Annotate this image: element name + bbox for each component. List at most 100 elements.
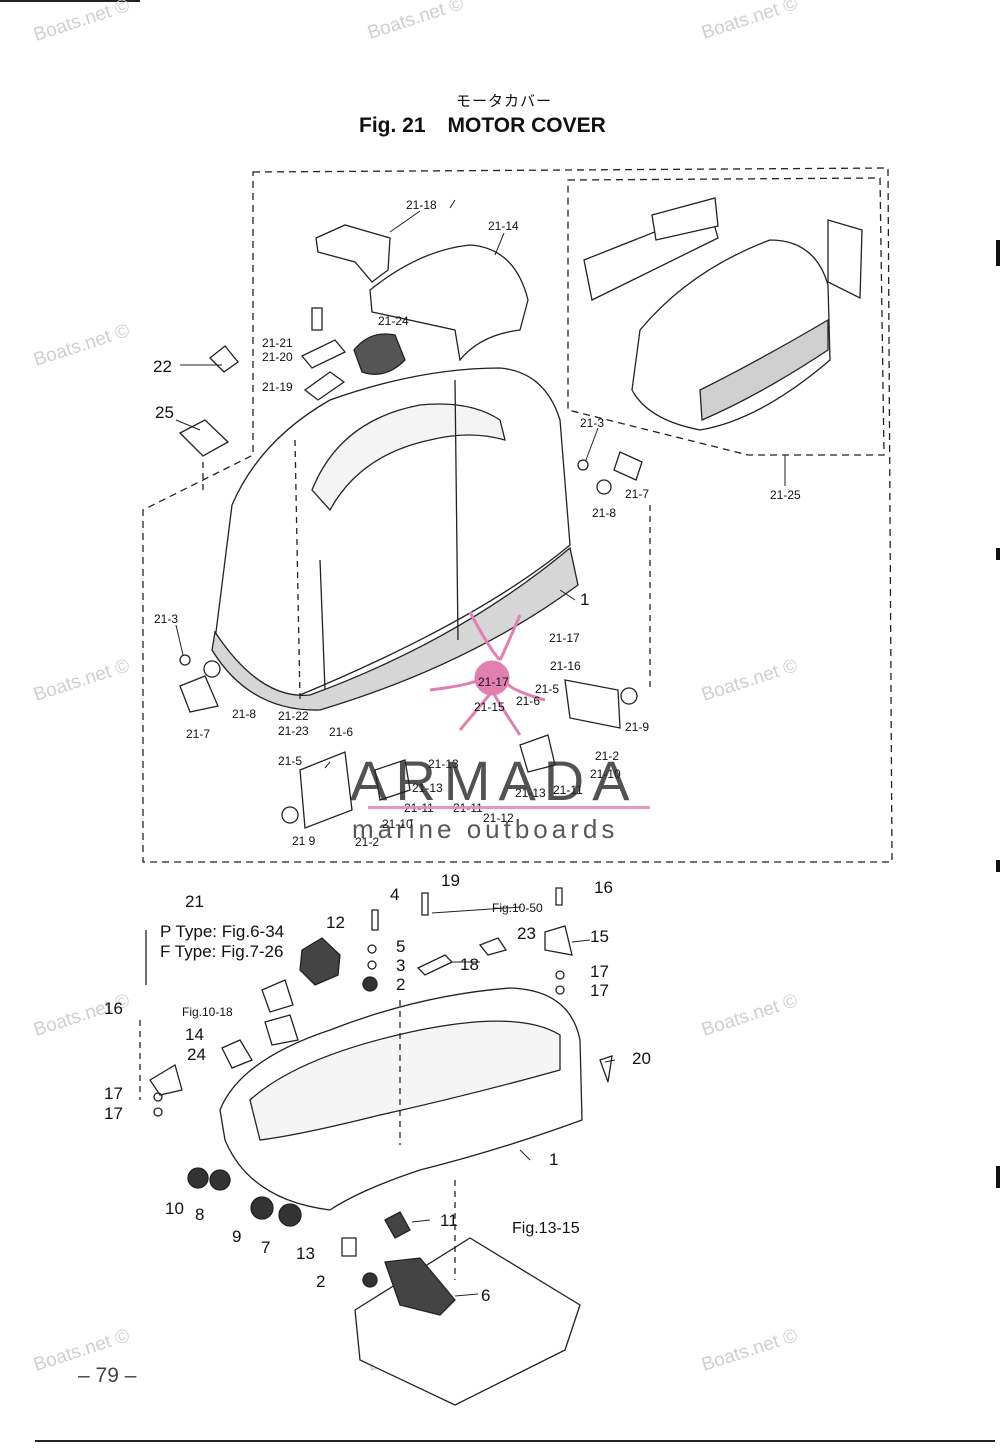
grommet-8 (209, 1169, 231, 1191)
decal-22 (209, 345, 239, 373)
decal-25 (178, 419, 230, 457)
figure-number: Fig. 21 (359, 114, 426, 137)
callout-4: 4 (390, 885, 399, 904)
callout-21-10: 21-10 (590, 767, 621, 781)
ref-fig-10-50: Fig.10-50 (492, 901, 543, 915)
top-cover-seal (211, 546, 579, 711)
armada-logo-underline (368, 806, 650, 809)
bracket-21-18 (315, 224, 391, 283)
callout-21-5: 21-5 (278, 754, 302, 768)
callout-2: 2 (316, 1272, 325, 1291)
bracket-14 (149, 1064, 183, 1096)
grommet-9 (250, 1196, 274, 1220)
title-japanese: モータカバー (456, 92, 553, 110)
group-21-dashed-box (142, 167, 893, 863)
callout-21-17: 21-17 (478, 675, 509, 689)
callout-16: 16 (594, 878, 613, 897)
callout-5: 5 (396, 937, 405, 956)
callout-8: 8 (195, 1205, 204, 1224)
callout-18: 18 (460, 955, 479, 974)
callout-21-6: 21-6 (329, 725, 353, 739)
callout-14: 14 (185, 1025, 204, 1044)
callout-7: 7 (261, 1238, 270, 1257)
callout-16: 16 (104, 999, 123, 1018)
callout-1: 1 (580, 590, 589, 609)
callout-6: 6 (481, 1286, 490, 1305)
callout-12: 12 (326, 913, 345, 932)
hinge-plate-right (564, 679, 621, 729)
callout-19: 19 (441, 871, 460, 890)
callout-21: 21 (185, 892, 204, 911)
variant-note-p: P Type: Fig.6-34 (160, 922, 284, 941)
callout-21-8: 21-8 (592, 506, 616, 520)
callout-21-3: 21-3 (154, 612, 178, 626)
grommet-11 (384, 1211, 411, 1239)
page-number: – 79 – (78, 1364, 137, 1387)
callout-15: 15 (590, 927, 609, 946)
callout-10: 10 (165, 1199, 184, 1218)
edge-mark (996, 1166, 1000, 1188)
callout-13: 13 (296, 1244, 315, 1263)
callout-21-23: 21-23 (278, 724, 309, 738)
bracket-15 (544, 925, 573, 956)
armada-logo-text: ARMADA (350, 749, 638, 812)
callout-21-19: 21-19 (262, 380, 293, 394)
callout-25: 25 (155, 403, 174, 422)
callout-21-5: 21-5 (535, 682, 559, 696)
armada-logo-mark (429, 611, 546, 736)
callout-17: 17 (104, 1084, 123, 1103)
callout-21-18: 21-18 (406, 198, 437, 212)
callout-21-8: 21-8 (232, 707, 256, 721)
handle-21-7 (179, 675, 219, 713)
callout-20: 20 (632, 1049, 651, 1068)
air-intake-cover (369, 244, 529, 362)
callout-21-14: 21-14 (488, 219, 519, 233)
callout-21-2: 21-2 (595, 749, 619, 763)
grommet-10 (187, 1167, 209, 1189)
callout-24: 24 (187, 1045, 206, 1064)
seal-21-24 (353, 333, 406, 375)
callout-21-9: 21-9 (625, 720, 649, 734)
edge-mark (996, 548, 1000, 560)
variant-note-f: F Type: Fig.7-26 (160, 942, 283, 961)
callout-21-17: 21-17 (549, 631, 580, 645)
callout-21-24: 21-24 (378, 314, 409, 328)
ref-fig-10-18: Fig.10-18 (182, 1005, 233, 1019)
edge-mark (996, 240, 1000, 266)
callout-21-7: 21-7 (625, 487, 649, 501)
callout-9: 9 (232, 1227, 241, 1246)
cover-assembly-21-25 (631, 239, 831, 431)
callout-21-13: 21-13 (515, 786, 546, 800)
callout-21-11: 21-11 (553, 783, 583, 797)
callout-21-13: 21-13 (412, 781, 443, 795)
edge-mark (996, 860, 1000, 872)
callout-21-3: 21-3 (580, 416, 604, 430)
callout-11: 11 (440, 1211, 458, 1230)
callout-21-12: 21-12 (483, 811, 514, 825)
grommet-7 (278, 1203, 302, 1227)
callout-17: 17 (590, 962, 609, 981)
callout-2: 2 (396, 975, 405, 994)
callout-21-15: 21-15 (474, 700, 505, 714)
callout-1: 1 (549, 1150, 558, 1169)
top-rule (0, 0, 140, 2)
callout-21-6: 21-6 (516, 694, 540, 708)
callout-21-25: 21-25 (770, 488, 801, 502)
callout-17: 17 (590, 981, 609, 1000)
grommet-12 (299, 937, 341, 986)
armada-logo-tagline: marine outboards (352, 814, 619, 844)
callout-21-9: 21 9 (292, 834, 316, 848)
callout-21-13: 21-13 (428, 757, 459, 771)
hinge-plate-left (299, 751, 353, 829)
callout-21-21: 21-21 (262, 336, 293, 350)
callout-22: 22 (153, 357, 172, 376)
page-title: Fig. 21 MOTOR COVER (359, 114, 606, 138)
callout-3: 3 (396, 956, 405, 975)
figure-title: MOTOR COVER (447, 114, 606, 137)
callout-17: 17 (104, 1104, 123, 1123)
callout-21-2: 21-2 (355, 835, 379, 849)
callout-21-10: 21-10 (382, 817, 413, 831)
callout-21-22: 21-22 (278, 709, 309, 723)
